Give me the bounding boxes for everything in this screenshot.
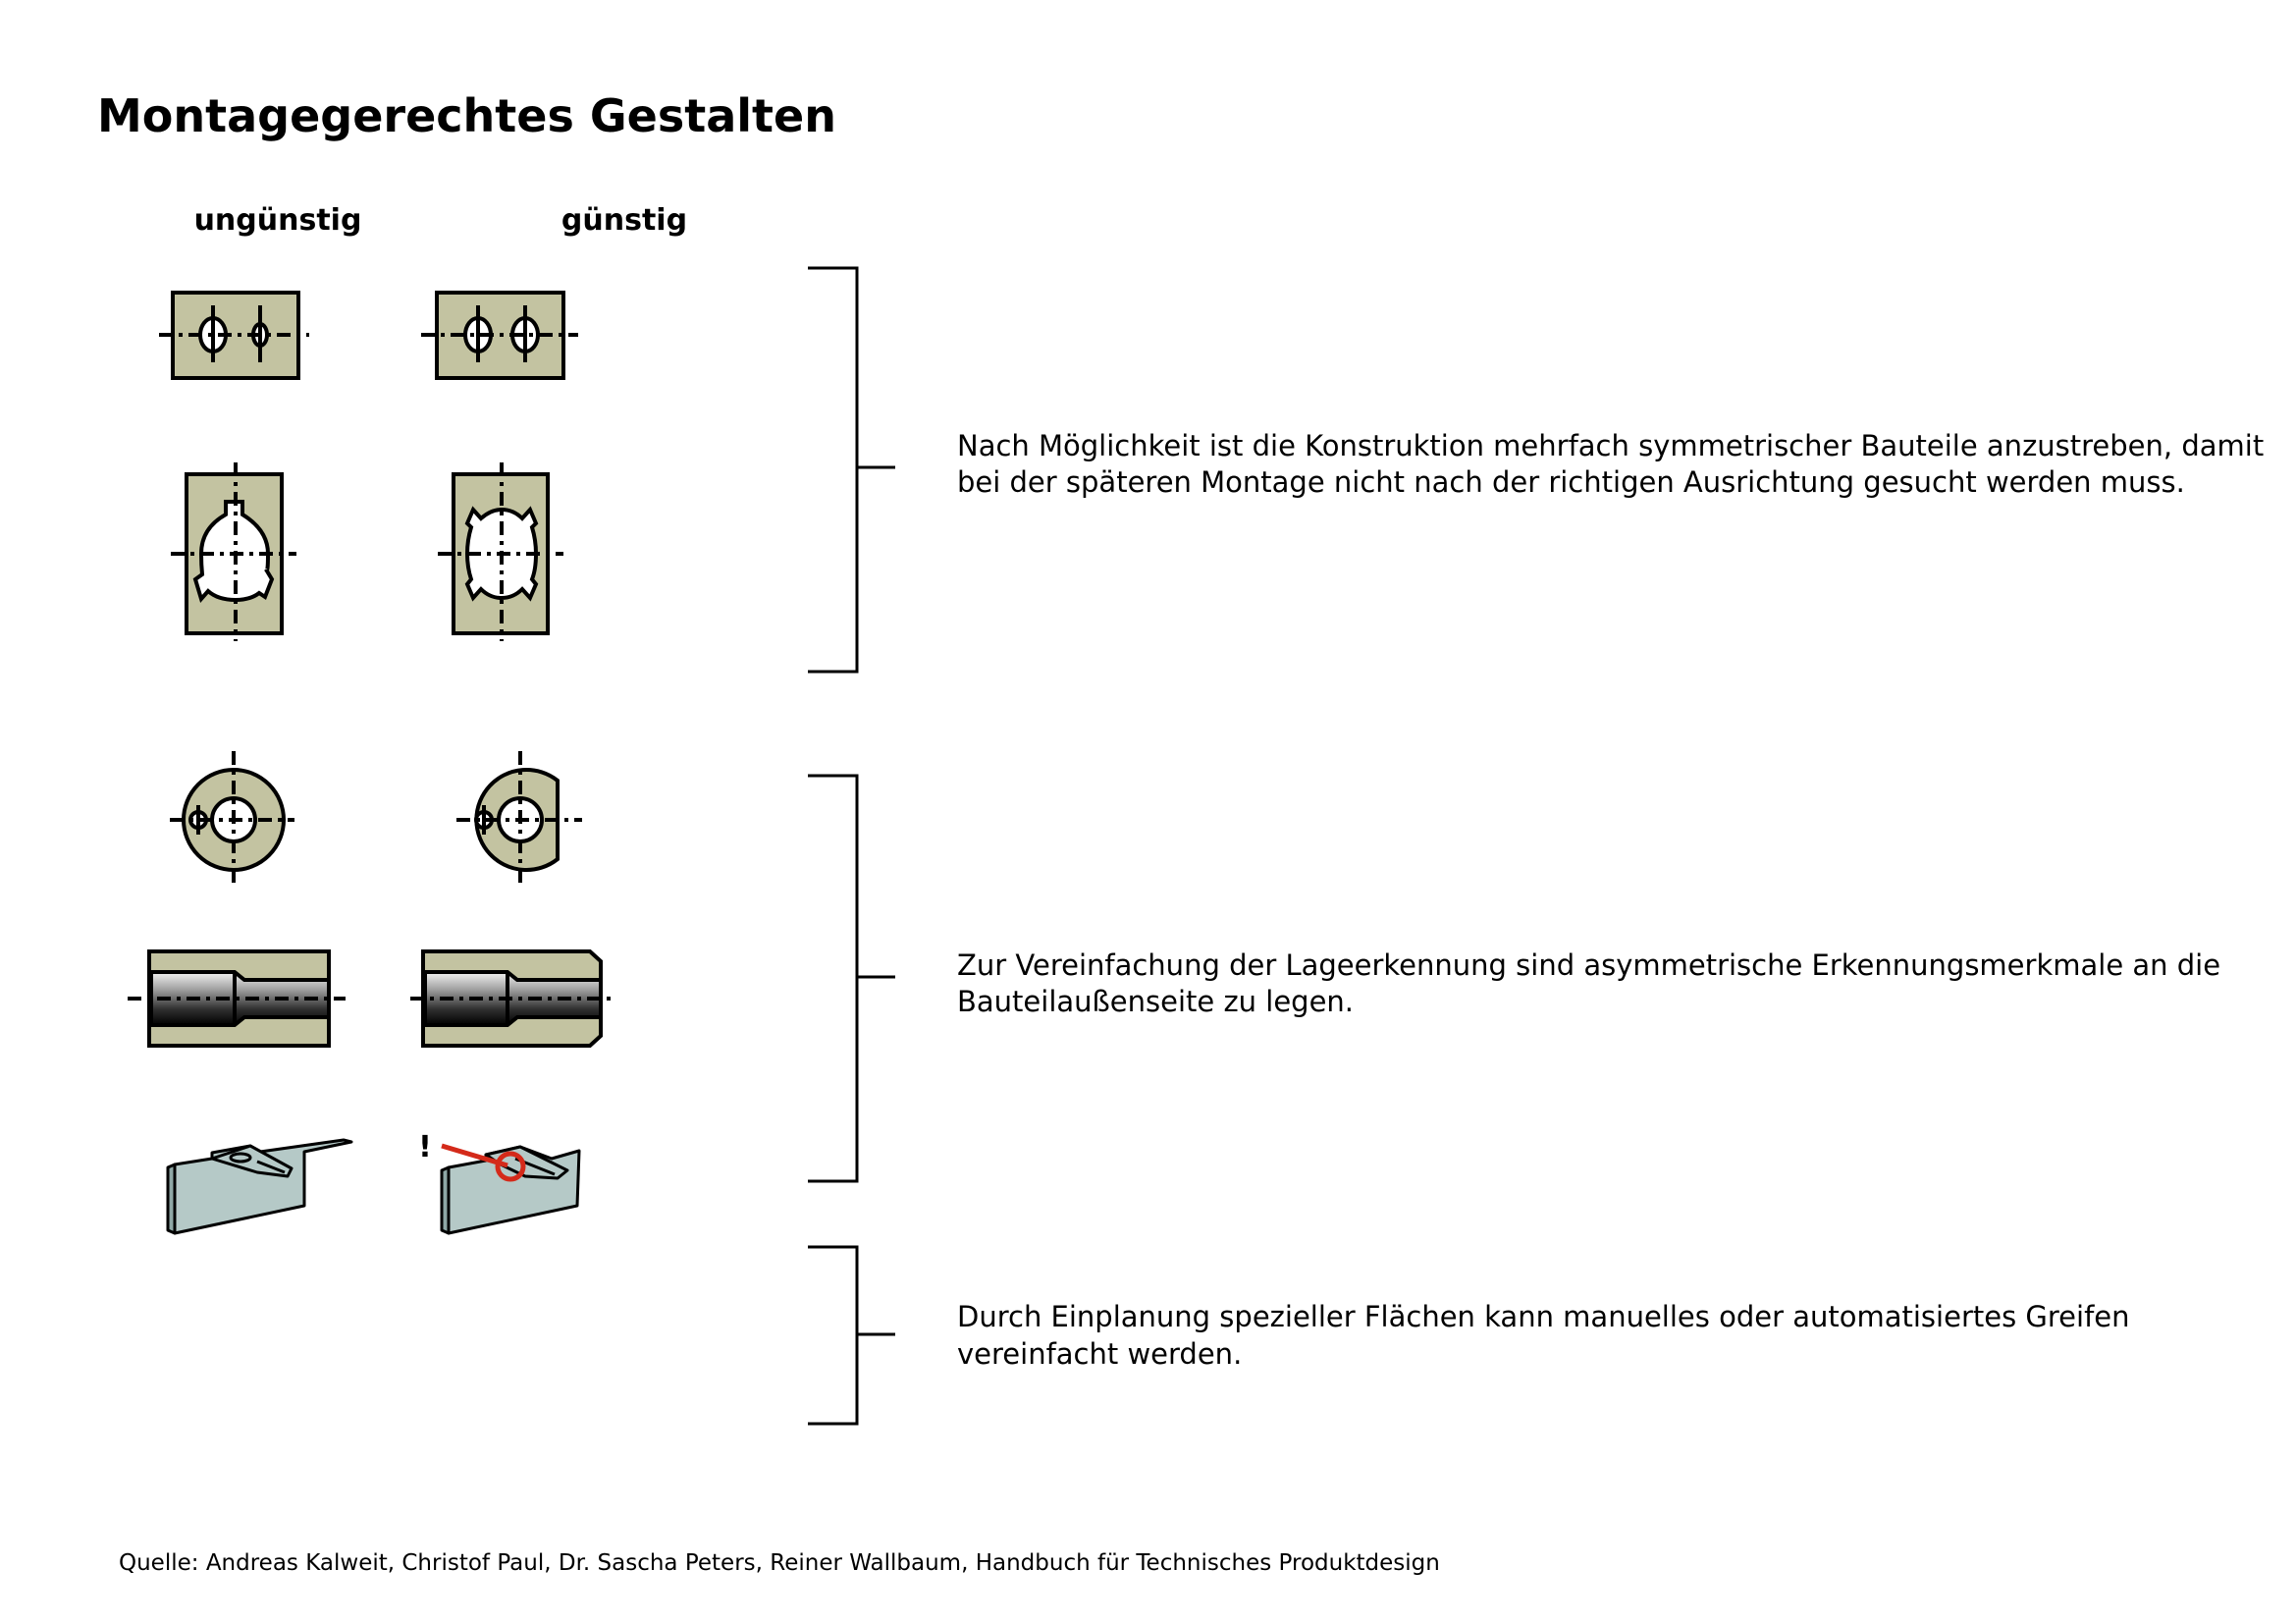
group-bracket-gripping: [808, 1245, 895, 1426]
column-header-favorable: günstig: [561, 203, 687, 238]
plate-single-key-bore: [171, 462, 296, 641]
ring-round-unfavorable: [170, 751, 294, 886]
plate-two-unequal-holes: [159, 291, 309, 380]
group-bracket-asymmetry: [808, 774, 895, 1183]
rule-text-line: Bauteilaußenseite zu legen.: [957, 985, 1354, 1018]
page-title: Montagegerechtes Gestalten: [97, 89, 836, 142]
ring-flattened-favorable: [456, 751, 582, 886]
rule-text-line: vereinfacht werden.: [957, 1337, 1242, 1371]
bracket-part-unfavorable: [166, 1138, 353, 1235]
rule-text-line: bei der späteren Montage nicht nach der …: [957, 465, 2185, 499]
bracket-part-favorable: !: [418, 1130, 581, 1235]
highlight-circle: [495, 1151, 526, 1182]
source-citation: Quelle: Andreas Kalweit, Christof Paul, …: [119, 1550, 1440, 1576]
group-bracket-symmetry: [808, 266, 895, 674]
rule-gripping: Durch Einplanung spezieller Flächen kann…: [957, 1300, 2130, 1371]
rule-text-line: Durch Einplanung spezieller Flächen kann…: [957, 1300, 2130, 1333]
plate-two-equal-holes: [421, 291, 578, 380]
plate-four-key-bore: [438, 462, 563, 641]
rule-text-line: Nach Möglichkeit ist die Konstruktion me…: [957, 429, 2264, 462]
sleeve-symmetric-unfavorable: [128, 949, 346, 1048]
column-header-unfavorable: ungünstig: [194, 203, 362, 238]
rule-text-line: Zur Vereinfachung der Lageerkennung sind…: [957, 948, 2220, 982]
rule-symmetry: Nach Möglichkeit ist die Konstruktion me…: [957, 429, 2264, 499]
sleeve-chamfered-favorable: [410, 949, 615, 1048]
highlight-mark: !: [418, 1130, 432, 1164]
rule-asymmetry: Zur Vereinfachung der Lageerkennung sind…: [957, 948, 2220, 1018]
